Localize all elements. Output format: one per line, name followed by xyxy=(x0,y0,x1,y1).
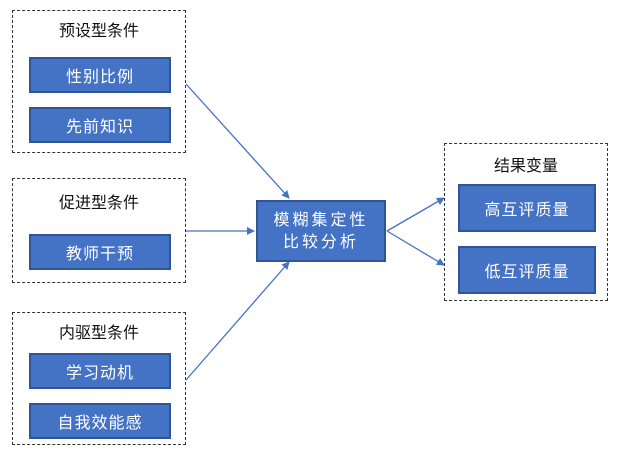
node-low-peer-review-quality: 低互评质量 xyxy=(458,246,596,294)
group-internal-title: 内驱型条件 xyxy=(58,323,139,342)
group-result-title: 结果变量 xyxy=(493,156,558,175)
arrow-central-to-low xyxy=(386,230,445,266)
central-line-1: 模糊集定性 xyxy=(273,210,369,229)
node-high-peer-review-quality: 高互评质量 xyxy=(458,184,596,232)
arrow-internal-to-central xyxy=(185,261,290,381)
central-line-2: 比较分析 xyxy=(282,232,359,251)
node-gender-ratio: 性别比例 xyxy=(29,57,171,93)
arrow-central-to-high xyxy=(386,197,445,232)
node-prior-knowledge: 先前知识 xyxy=(29,107,171,143)
node-fsqca-analysis: 模糊集定性 比较分析 xyxy=(256,200,386,262)
node-teacher-intervention: 教师干预 xyxy=(29,234,171,270)
group-promote-conditions: 促进型条件 教师干预 xyxy=(12,178,186,283)
group-result-variables: 结果变量 高互评质量 低互评质量 xyxy=(444,143,608,301)
group-preset-conditions: 预设型条件 性别比例 先前知识 xyxy=(12,10,186,153)
group-promote-title: 促进型条件 xyxy=(58,193,139,212)
group-internal-conditions: 内驱型条件 学习动机 自我效能感 xyxy=(12,312,186,445)
group-preset-title: 预设型条件 xyxy=(58,21,139,40)
node-self-efficacy: 自我效能感 xyxy=(29,403,171,439)
arrow-preset-to-central xyxy=(185,83,290,199)
node-learning-motivation: 学习动机 xyxy=(29,353,171,389)
